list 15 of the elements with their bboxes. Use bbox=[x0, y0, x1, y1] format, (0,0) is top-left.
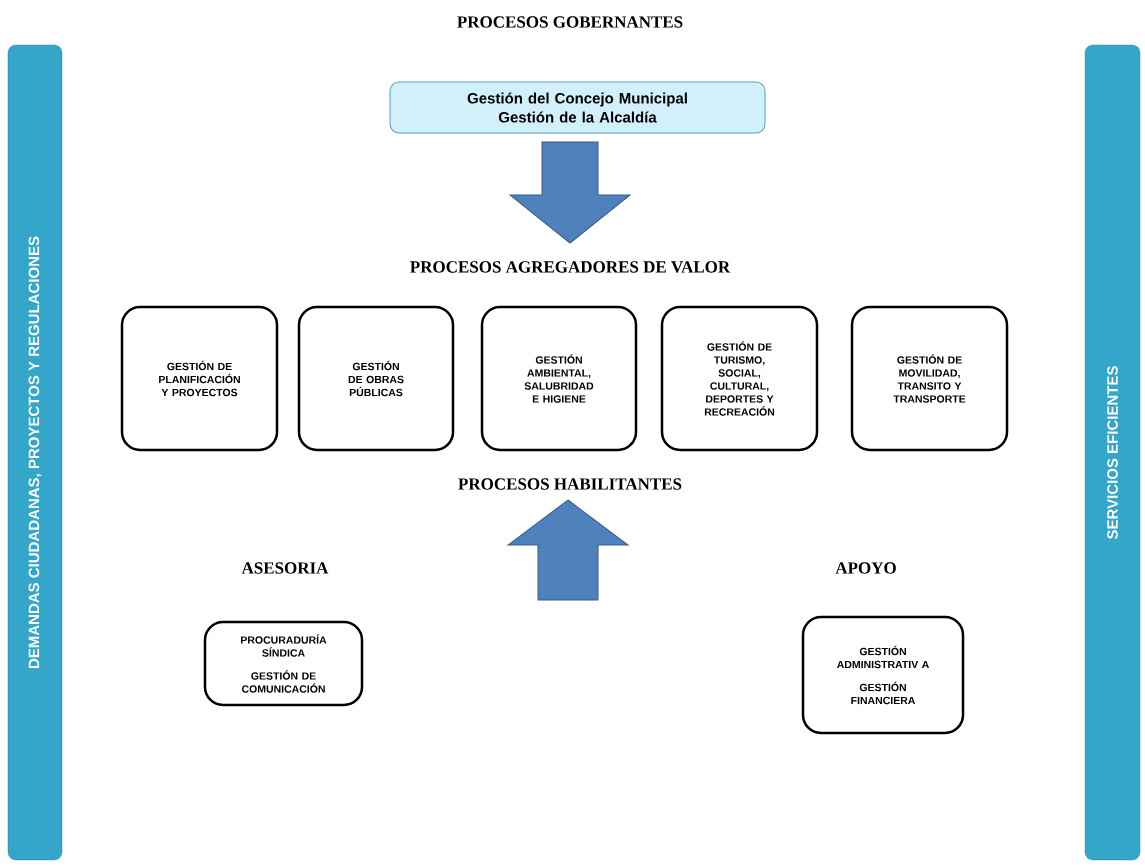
section-heading: PROCESOS GOBERNANTES bbox=[457, 16, 683, 28]
process-box: PROCURADURÍA SÍNDICA GESTIÓN DE COMUNICACIÓN bbox=[203, 620, 364, 707]
process-box: GESTIÓN DE MOVILIDAD, TRANSITO Y TRANSPORTE bbox=[850, 305, 1009, 452]
process-box: GESTIÓN AMBIENTAL, SALUBRIDAD E HIGIENE bbox=[480, 305, 638, 452]
section-heading: APOYO bbox=[835, 562, 896, 574]
section-heading: PROCESOS HABILITANTES bbox=[458, 478, 682, 490]
process-box: GESTIÓN DE PLANIFICACIÓN Y PROYECTOS bbox=[120, 305, 279, 452]
process-box: GESTIÓN DE OBRAS PÚBLICAS bbox=[297, 305, 455, 452]
process-box: Gestión del Concejo Municipal Gestión de la Alcaldía bbox=[389, 81, 766, 134]
process-box: GESTIÓN DE TURISMO, SOCIAL, CULTURAL, DEPORTES Y RECREACIÓN bbox=[660, 305, 819, 452]
process-box: GESTIÓN ADMINISTRATIV A GESTIÓN FINANCIERA bbox=[801, 615, 965, 735]
side-band: SERVICIOS EFICIENTES bbox=[1084, 44, 1141, 861]
section-heading: ASESORIA bbox=[241, 562, 329, 574]
section-heading: PROCESOS AGREGADORES DE VALOR bbox=[410, 261, 731, 273]
side-band: DEMANDAS CIUDADANAS, PROYECTOS Y REGULACIONES bbox=[7, 44, 63, 861]
